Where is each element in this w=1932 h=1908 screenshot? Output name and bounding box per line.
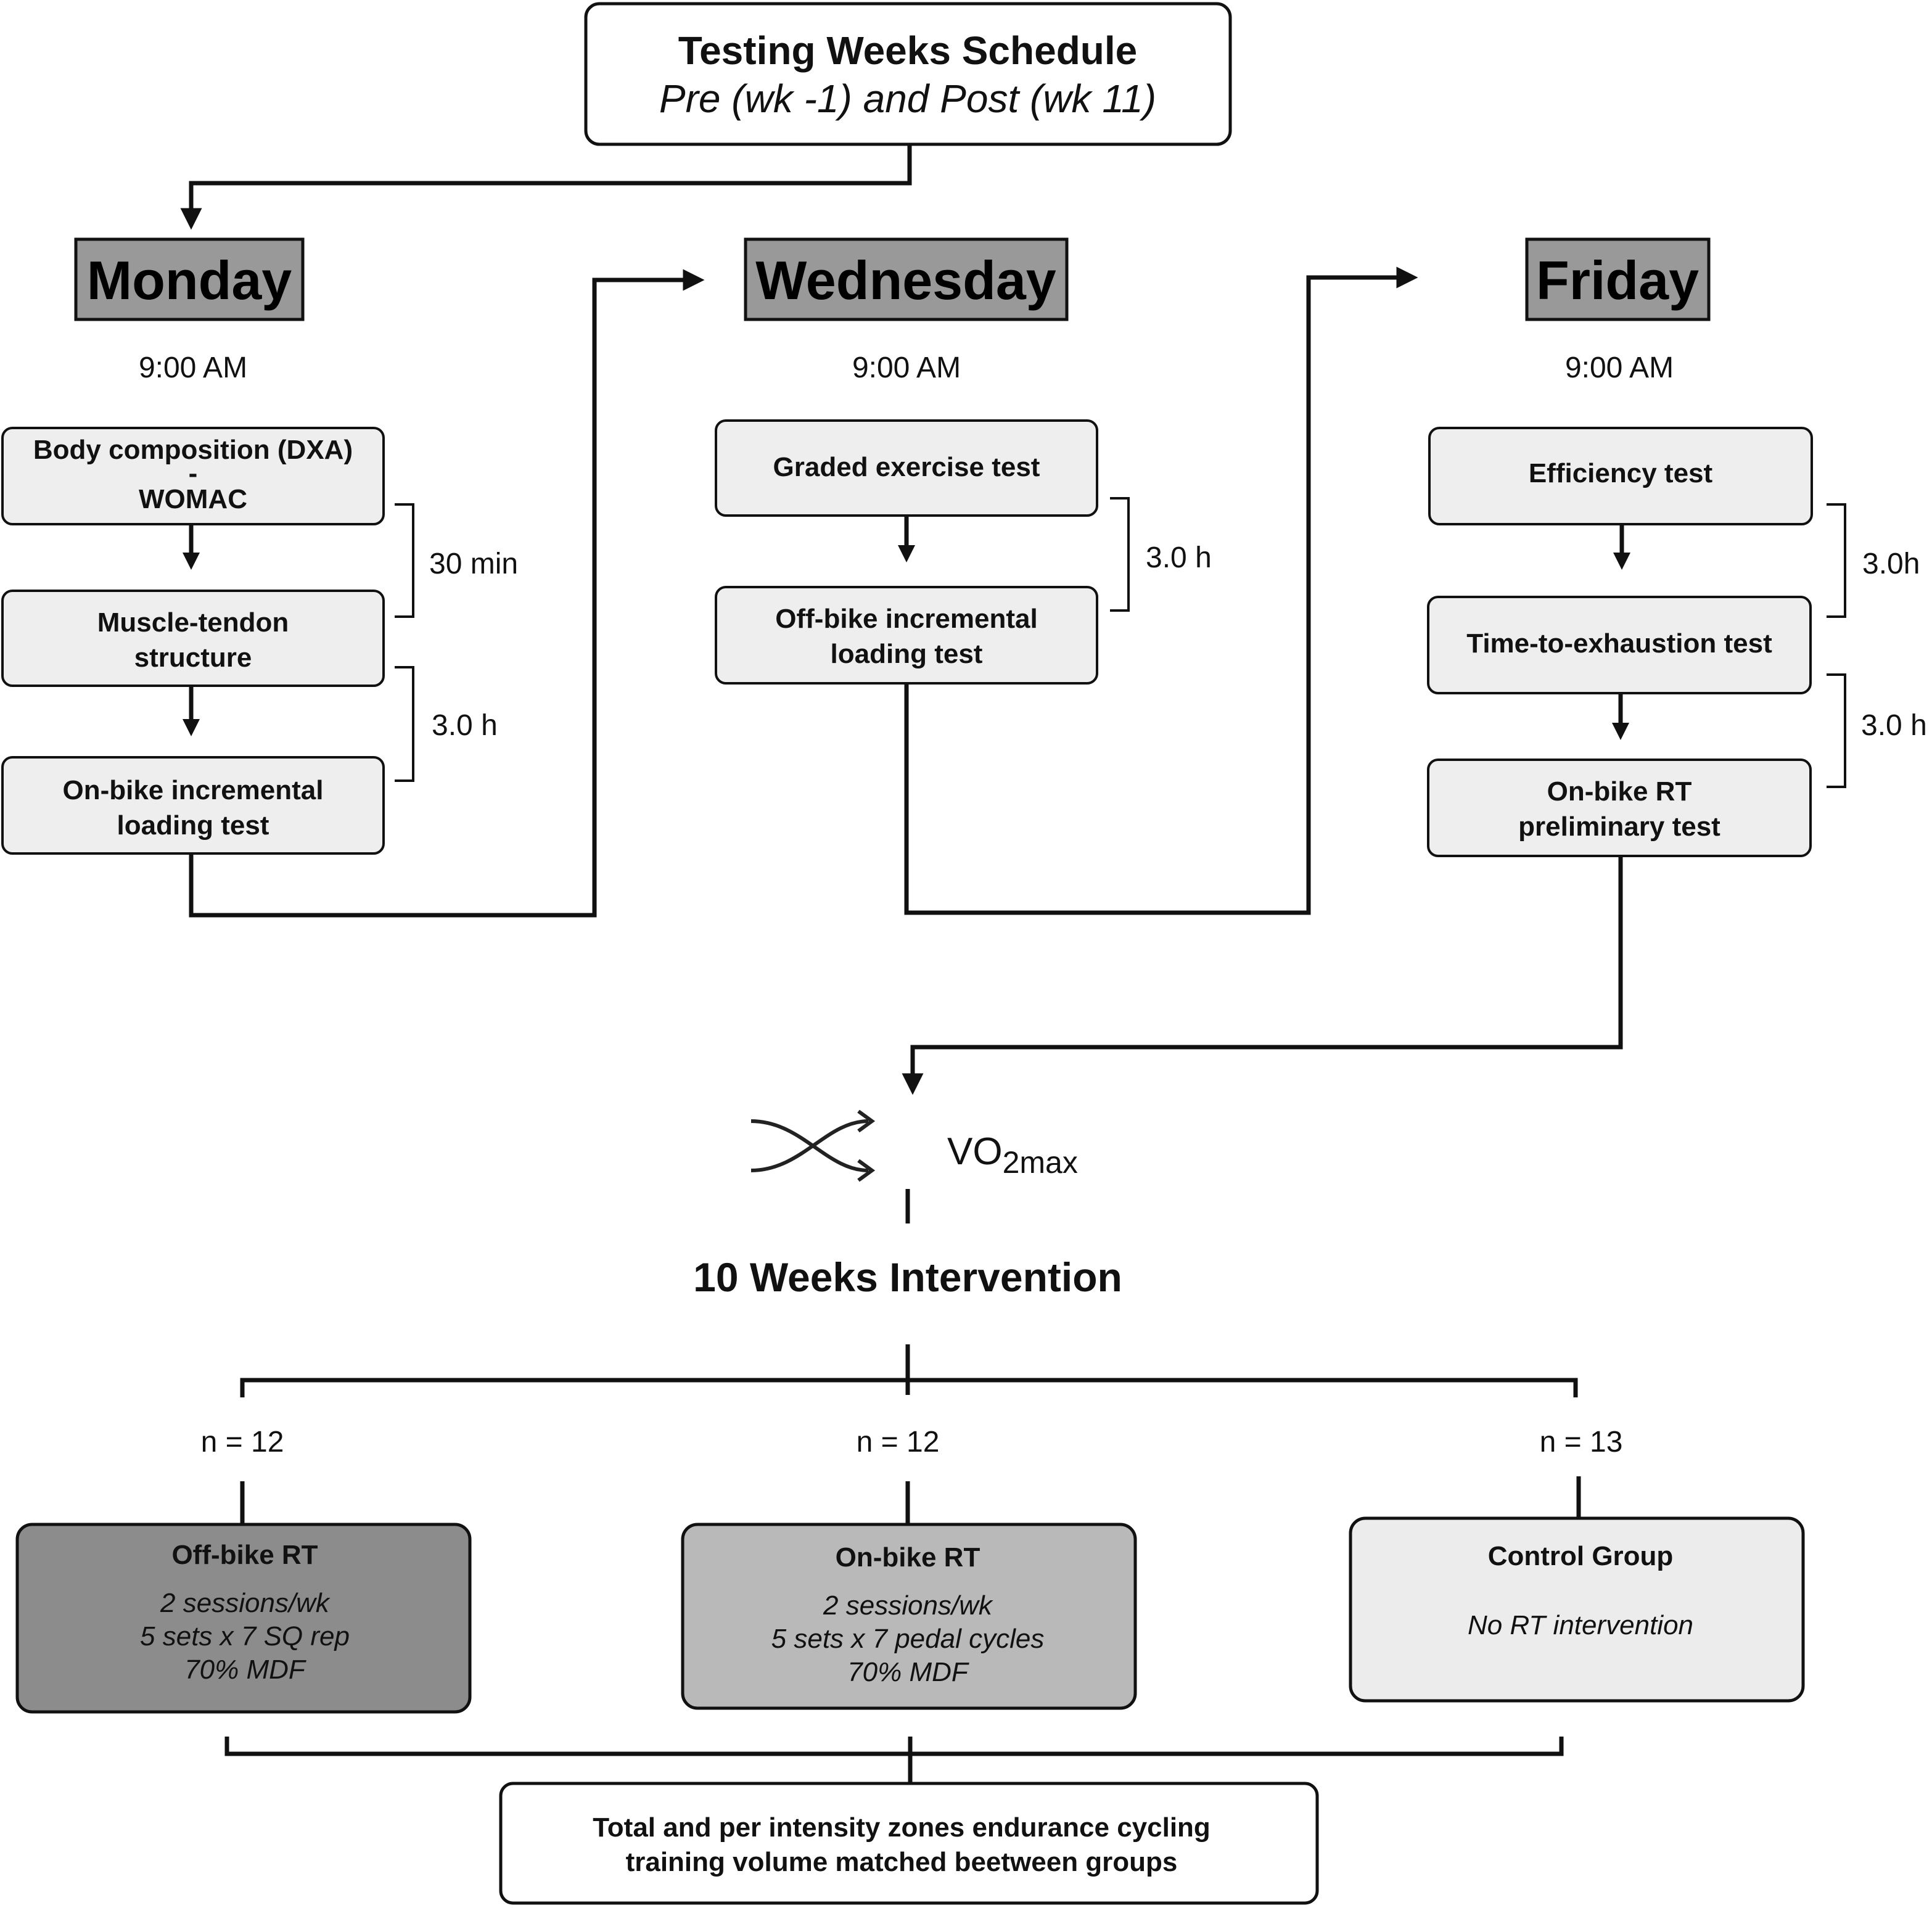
bracket-friday-3h-a xyxy=(1827,503,1846,618)
connector-monday-wednesday xyxy=(189,269,705,918)
shuffle-icon xyxy=(750,1109,876,1182)
svg-text:Off-bike RT: Off-bike RT xyxy=(171,1540,318,1570)
svg-text:70% MDF: 70% MDF xyxy=(847,1657,969,1687)
svg-text:2 sessions/wk: 2 sessions/wk xyxy=(160,1588,331,1618)
monday-time: 9:00 AM xyxy=(139,352,247,384)
group-1-n: n = 12 xyxy=(201,1426,284,1458)
svg-text:On-bike incremental: On-bike incremental xyxy=(62,775,323,805)
gap-monday-1: 30 min xyxy=(429,548,518,580)
schedule-subtitle: Pre (wk -1) and Post (wk 11) xyxy=(659,76,1156,121)
svg-text:loading test: loading test xyxy=(117,810,269,841)
connector-header-monday xyxy=(180,144,912,230)
connector-friday-randomization xyxy=(902,857,1623,1095)
svg-text:Time-to-exhaustion test: Time-to-exhaustion test xyxy=(1466,628,1772,659)
monday-step-2: Muscle-tendon structure xyxy=(1,590,385,687)
svg-text:Off-bike incremental: Off-bike incremental xyxy=(775,604,1037,634)
group-off-bike-rt: Off-bike RT 2 sessions/wk 5 sets x 7 SQ … xyxy=(15,1523,472,1714)
bracket-wednesday-3h xyxy=(1110,497,1130,612)
footer-line-1: Total and per intensity zones endurance … xyxy=(593,1812,1211,1843)
svg-text:2 sessions/wk: 2 sessions/wk xyxy=(823,1590,993,1621)
bracket-friday-3h-b xyxy=(1827,673,1846,788)
svg-text:On-bike RT: On-bike RT xyxy=(836,1542,980,1573)
intervention-title: 10 Weeks Intervention xyxy=(693,1254,1122,1300)
wednesday-header: Wednesday xyxy=(744,237,1069,321)
bracket-monday-3h xyxy=(395,666,414,782)
randomization-label: VO2max xyxy=(947,1130,1078,1180)
friday-label: Friday xyxy=(1536,250,1699,311)
schedule-title: Testing Weeks Schedule xyxy=(678,28,1138,73)
friday-time: 9:00 AM xyxy=(1565,352,1674,384)
svg-text:Control Group: Control Group xyxy=(1488,1541,1674,1571)
wednesday-step-2: Off-bike incremental loading test xyxy=(715,586,1098,685)
group-merge-bar xyxy=(224,1737,1564,1756)
wednesday-step-1: Graded exercise test xyxy=(715,419,1098,517)
svg-text:Efficiency test: Efficiency test xyxy=(1529,458,1713,488)
svg-text:On-bike RT: On-bike RT xyxy=(1547,776,1692,807)
friday-step-2: Time-to-exhaustion test xyxy=(1427,596,1812,694)
footer-box: Total and per intensity zones endurance … xyxy=(499,1782,1319,1905)
group-3-n: n = 13 xyxy=(1540,1426,1623,1458)
friday-header: Friday xyxy=(1525,237,1711,321)
monday-step-3: On-bike incremental loading test xyxy=(1,756,385,855)
friday-step-1: Efficiency test xyxy=(1428,427,1813,525)
svg-text:5 sets x 7 pedal cycles: 5 sets x 7 pedal cycles xyxy=(771,1624,1045,1654)
gap-friday-1: 3.0h xyxy=(1862,548,1920,580)
svg-text:-: - xyxy=(189,458,198,488)
schedule-header: Testing Weeks Schedule Pre (wk -1) and P… xyxy=(584,2,1232,146)
wednesday-label: Wednesday xyxy=(755,250,1056,311)
svg-text:structure: structure xyxy=(134,643,252,673)
connector-wednesday-friday xyxy=(904,266,1418,915)
svg-text:Body composition (DXA): Body composition (DXA) xyxy=(33,435,353,465)
group-2-n: n = 12 xyxy=(857,1426,940,1458)
monday-label: Monday xyxy=(87,250,292,311)
svg-text:Muscle-tendon: Muscle-tendon xyxy=(97,607,289,638)
svg-text:WOMAC: WOMAC xyxy=(139,484,247,514)
monday-header: Monday xyxy=(74,237,305,321)
monday-step-1: Body composition (DXA) - WOMAC xyxy=(1,427,385,525)
wednesday-time: 9:00 AM xyxy=(852,352,961,384)
group-split-bar xyxy=(240,1378,1578,1397)
gap-friday-2: 3.0 h xyxy=(1861,709,1927,742)
bracket-monday-30min xyxy=(395,503,414,618)
svg-text:70% MDF: 70% MDF xyxy=(184,1655,306,1685)
svg-text:No RT intervention: No RT intervention xyxy=(1468,1610,1693,1640)
footer-line-2: training volume matched beetween groups xyxy=(626,1847,1178,1877)
group-on-bike-rt: On-bike RT 2 sessions/wk 5 sets x 7 peda… xyxy=(681,1523,1137,1710)
group-control: Control Group No RT intervention xyxy=(1349,1516,1805,1703)
svg-text:5 sets x 7 SQ rep: 5 sets x 7 SQ rep xyxy=(140,1621,350,1651)
gap-wednesday-1: 3.0 h xyxy=(1146,541,1212,574)
svg-text:preliminary test: preliminary test xyxy=(1518,812,1720,842)
gap-monday-2: 3.0 h xyxy=(432,709,498,742)
svg-text:loading test: loading test xyxy=(831,639,983,669)
svg-text:Graded exercise test: Graded exercise test xyxy=(773,452,1040,482)
friday-step-3: On-bike RT preliminary test xyxy=(1427,759,1812,857)
